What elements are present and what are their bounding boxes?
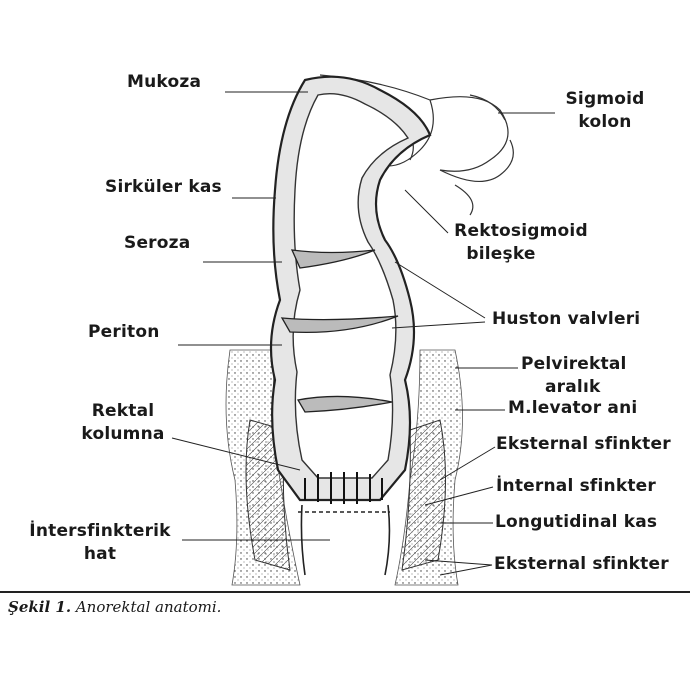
figure-caption: Şekil 1. Anorektal anatomi. xyxy=(8,598,221,616)
caption-prefix: Şekil 1. xyxy=(8,598,72,616)
label-longitudinal-kas: Longutidinal kas xyxy=(495,512,658,532)
label-sigmoid-1: Sigmoid xyxy=(565,89,645,109)
label-eksternal-sfinkter-2: Eksternal sfinkter xyxy=(494,554,669,574)
label-rektal-kolumna-2: kolumna xyxy=(81,424,165,444)
label-rektosigmoid-1: Rektosigmoid xyxy=(454,221,588,241)
label-pelvirektal-2: aralık xyxy=(545,377,601,397)
sigmoid-colon xyxy=(319,74,514,216)
label-intersfinkterik-1: İntersfinkterik xyxy=(29,521,171,541)
label-eksternal-sfinkter-1: Eksternal sfinkter xyxy=(496,434,671,454)
label-periton: Periton xyxy=(88,322,160,342)
leader-lines xyxy=(171,91,555,576)
label-internal-sfinkter: İnternal sfinkter xyxy=(496,476,656,496)
label-sigmoid-2: kolon xyxy=(578,112,632,132)
rectal-wall xyxy=(269,75,432,502)
label-rektal-kolumna-1: Rektal xyxy=(91,401,155,421)
label-sirkuler-kas: Sirküler kas xyxy=(105,177,222,197)
rectal-columns xyxy=(304,472,383,504)
label-levator-ani: M.levator ani xyxy=(508,398,638,418)
label-mukoza: Mukoza xyxy=(127,72,202,92)
houston-valves xyxy=(280,249,399,413)
label-seroza: Seroza xyxy=(124,233,191,253)
caption-rule xyxy=(0,591,690,593)
label-huston-valvleri: Huston valvleri xyxy=(492,309,641,329)
caption-text: Anorektal anatomi. xyxy=(75,598,222,616)
label-rektosigmoid-2: bileşke xyxy=(466,244,536,264)
label-pelvirektal-1: Pelvirektal xyxy=(521,354,627,374)
label-intersfinkterik-2: hat xyxy=(83,544,117,564)
